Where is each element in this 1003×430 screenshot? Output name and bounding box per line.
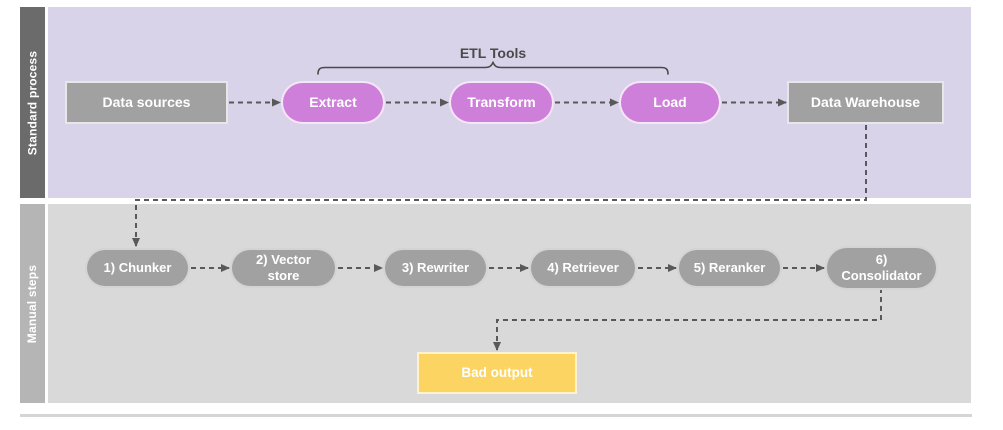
node-vector-store: 2) Vector store [230,248,337,288]
node-data-sources-label: Data sources [102,94,191,111]
node-data-warehouse: Data Warehouse [787,81,944,124]
node-chunker: 1) Chunker [85,248,190,288]
lane-label-standard-process: Standard process [20,7,45,198]
node-consolidator-label: 6) Consolidator [841,252,922,283]
node-data-sources: Data sources [65,81,228,124]
node-bad-output-label: Bad output [461,364,533,380]
node-retriever-label: 4) Retriever [547,260,619,276]
node-data-warehouse-label: Data Warehouse [810,94,921,111]
bottom-divider-line [20,414,972,417]
node-reranker: 5) Reranker [677,248,782,288]
node-consolidator: 6) Consolidator [825,246,938,290]
node-load-label: Load [653,94,687,111]
node-load: Load [619,81,721,124]
etl-tools-label: ETL Tools [459,45,527,61]
node-extract-label: Extract [309,94,357,111]
node-retriever: 4) Retriever [529,248,637,288]
node-rewriter-label: 3) Rewriter [401,260,470,276]
node-reranker-label: 5) Reranker [693,260,766,276]
lane-label-manual-steps-text: Manual steps [25,264,40,343]
node-bad-output: Bad output [417,352,577,394]
node-rewriter: 3) Rewriter [383,248,488,288]
node-transform-label: Transform [467,94,536,111]
node-transform: Transform [449,81,554,124]
node-chunker-label: 1) Chunker [103,260,172,276]
node-extract: Extract [281,81,385,124]
node-vector-store-label: 2) Vector store [256,252,311,283]
lane-label-manual-steps: Manual steps [20,204,45,403]
lane-label-standard-process-text: Standard process [25,50,40,155]
